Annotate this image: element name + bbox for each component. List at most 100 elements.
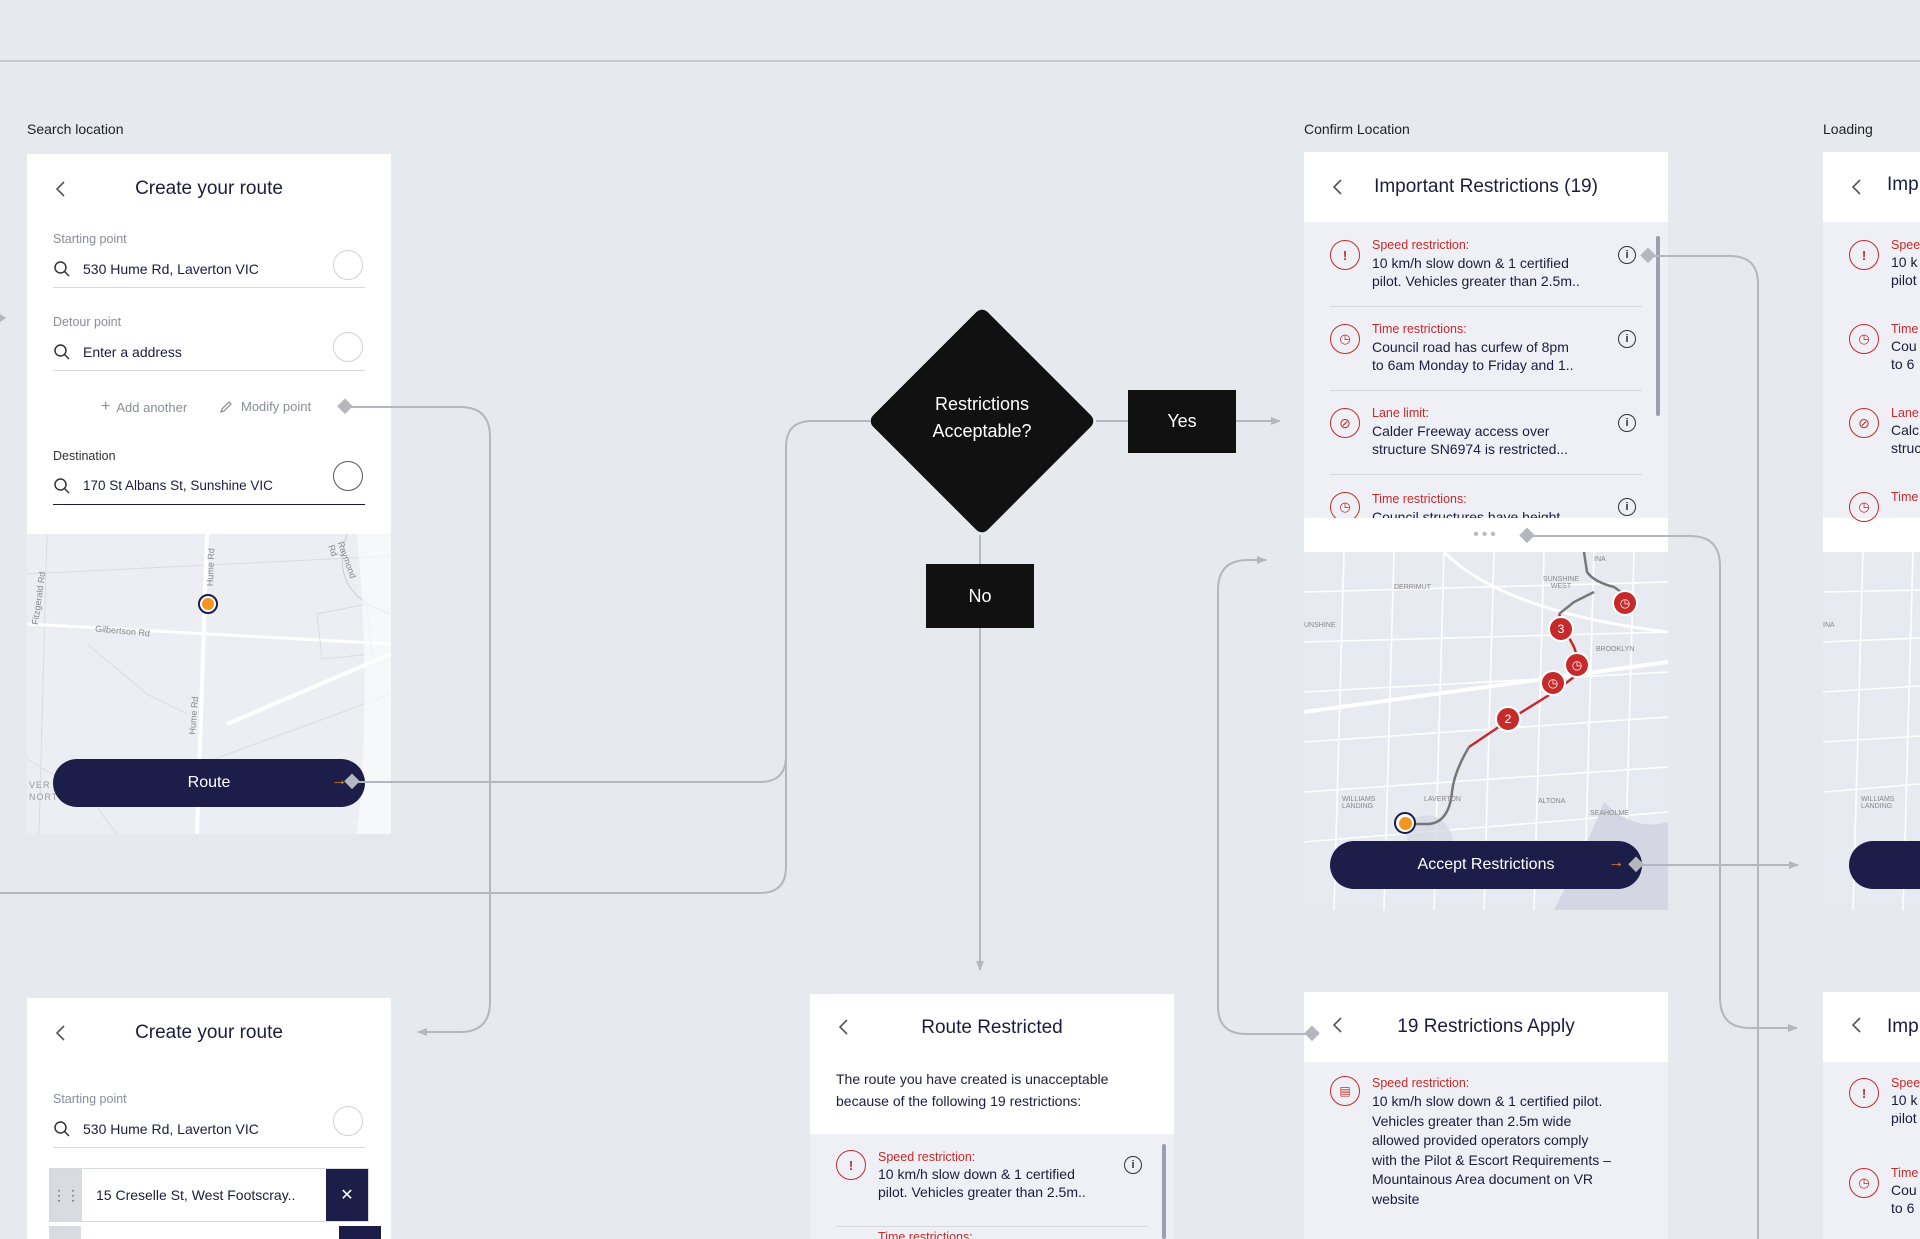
starting-point-label: Starting point (53, 232, 127, 246)
location-pin-icon (198, 594, 218, 614)
starting-point-field[interactable]: 530 Hume Rd, Laverton VIC (53, 250, 365, 288)
drag-handle-icon[interactable]: ⋮⋮ (50, 1169, 82, 1221)
starting-point-label: Starting point (53, 1092, 127, 1106)
accept-restrictions-label: Accept Restrictions (1417, 856, 1555, 873)
divider (1330, 306, 1642, 307)
modify-point-button[interactable]: Modify point (219, 399, 311, 414)
close-icon[interactable] (339, 1226, 381, 1239)
restriction-type: Lane (1891, 406, 1919, 420)
location-pin-icon[interactable] (333, 1106, 363, 1136)
route-restricted-screen: Route Restricted The route you have crea… (810, 994, 1174, 1239)
map-label: WILLIAMS LANDING (1861, 796, 1895, 810)
restriction-desc: Calder Freeway access over (1372, 423, 1550, 439)
detour-point-placeholder: Enter a address (83, 343, 182, 360)
restriction-type: Speed restriction: (878, 1150, 976, 1164)
back-arrow-icon[interactable] (53, 1024, 71, 1042)
locate-icon[interactable] (333, 461, 363, 491)
restriction-desc: to 6 (1891, 1200, 1915, 1216)
page-title: Create your route (135, 1022, 283, 1043)
restriction-desc: 10 k (1891, 1092, 1918, 1108)
back-arrow-icon[interactable] (1849, 178, 1867, 196)
back-arrow-icon[interactable] (836, 1018, 854, 1036)
restriction-desc: Cou (1891, 338, 1917, 354)
restriction-item[interactable]: ◷ Time restrictions: Council structures … (1304, 486, 1668, 518)
plus-icon: + (101, 398, 111, 415)
restrictions-list[interactable]: ! Speed restriction: 10 km/h slow down &… (1304, 222, 1668, 518)
map-label: UNSHINE (1304, 622, 1336, 629)
restriction-desc: to 6am Monday to Friday and 1.. (1372, 357, 1574, 373)
info-icon[interactable]: i (1618, 330, 1636, 348)
restriction-desc: Calc (1891, 422, 1920, 438)
map-label: VER (29, 780, 51, 790)
destination-value: 170 St Albans St, Sunshine VIC (83, 478, 273, 493)
restriction-item[interactable]: ⊘ Lane limit: Calder Freeway access over… (1304, 402, 1668, 482)
clock-marker-icon[interactable]: ◷ (1564, 652, 1590, 678)
clock-icon: ◷ (1330, 492, 1360, 518)
restriction-desc: struc (1891, 440, 1920, 456)
restriction-cluster-marker[interactable]: 2 (1495, 706, 1521, 732)
info-icon[interactable]: i (1124, 1156, 1142, 1174)
restriction-desc: Council structures have height (1372, 509, 1561, 518)
starting-point-value: 530 Hume Rd, Laverton VIC (83, 260, 259, 277)
clock-icon: ◷ (1849, 1168, 1879, 1198)
restriction-type: Time restrictions: (1372, 322, 1467, 336)
restrictions-list[interactable]: ! Speed restriction: 10 km/h slow down &… (810, 1134, 1174, 1239)
no-entry-icon: ⊘ (1849, 408, 1879, 438)
drag-handle-icon[interactable]: ••• (1304, 518, 1668, 552)
restriction-detail-line: Vehicles greater than 2.5m wide (1372, 1112, 1572, 1129)
restriction-item[interactable]: ◷ Time restrictions: Council road has cu… (1304, 316, 1668, 396)
back-arrow-icon[interactable] (53, 180, 71, 198)
scrollbar[interactable] (1162, 1144, 1166, 1239)
restriction-item[interactable]: ! Speed restriction: 10 km/h slow down &… (1304, 232, 1668, 312)
back-arrow-icon[interactable] (1849, 1016, 1867, 1034)
detour-value: 15 Creselle St, West Footscray.. (96, 1187, 296, 1203)
info-icon[interactable]: i (1618, 414, 1636, 432)
starting-point-field[interactable]: 530 Hume Rd, Laverton VIC (53, 1110, 365, 1148)
info-icon[interactable]: i (1618, 498, 1636, 516)
restriction-type: Time (1891, 322, 1919, 336)
restriction-detail-line: 10 km/h slow down & 1 certified pilot. (1372, 1093, 1603, 1109)
detour-point-field[interactable]: Enter a address (53, 333, 365, 371)
clock-marker-icon[interactable]: ◷ (1612, 590, 1638, 616)
map-label: WILLIAMS LANDING (1342, 796, 1376, 810)
clock-marker-icon[interactable]: ◷ (1540, 670, 1566, 696)
alert-circle-icon: ! (836, 1150, 866, 1180)
arrow-right-icon: → (1608, 854, 1624, 871)
restricted-message-line: because of the following 19 restrictions… (836, 1093, 1082, 1109)
accept-restrictions-button[interactable] (1849, 841, 1920, 889)
search-icon (54, 477, 70, 494)
add-another-button[interactable]: + Add another (101, 398, 187, 416)
scrollbar[interactable] (1656, 236, 1660, 416)
create-route-screen-detour: Create your route Starting point 530 Hum… (27, 998, 391, 1239)
alert-circle-icon: ! (1330, 240, 1360, 270)
info-icon[interactable]: i (1618, 246, 1636, 264)
no-label: No (926, 564, 1034, 628)
map-label: LAVERTON (1424, 796, 1461, 803)
locate-icon[interactable] (333, 332, 363, 362)
accept-restrictions-button[interactable]: Accept Restrictions → (1330, 841, 1642, 889)
restriction-detail-line: allowed provided operators comply (1372, 1132, 1589, 1148)
connector-route-to-decision (352, 420, 870, 783)
detour-chip[interactable]: ⋮⋮ 15 Creselle St, West Footscray.. ✕ (49, 1168, 369, 1222)
restriction-desc: pilot. Vehicles greater than 2.5m.. (1372, 273, 1580, 289)
destination-field[interactable]: 170 St Albans St, Sunshine VIC (53, 467, 365, 505)
back-arrow-icon[interactable] (1330, 178, 1348, 196)
page-title: Imp (1887, 174, 1919, 195)
frame-label-search: Search location (27, 121, 124, 137)
decision-question: Restrictions Acceptable? (932, 394, 1032, 441)
restrictions-list[interactable]: ! Spee 10 k pilot ◷ Time Cou to 6 ⊘ Lane… (1823, 222, 1920, 522)
close-icon[interactable]: ✕ (326, 1169, 368, 1221)
drag-handle-icon[interactable] (49, 1226, 81, 1239)
map-label: ALTONA (1538, 798, 1566, 805)
route-button[interactable]: Route → (53, 759, 365, 807)
page-title: Route Restricted (921, 1017, 1063, 1038)
restriction-cluster-marker[interactable]: 3 (1548, 616, 1574, 642)
restriction-detail: ▤ Speed restriction: 10 km/h slow down &… (1304, 1062, 1668, 1239)
back-arrow-icon[interactable] (1330, 1016, 1348, 1034)
map-label: INA (1823, 622, 1835, 629)
map-label: DERRIMUT (1394, 584, 1431, 591)
locate-icon[interactable] (333, 250, 363, 280)
restrictions-list[interactable]: ! Spee 10 k pilot ◷ Time Cou to 6 (1823, 1062, 1920, 1239)
restricted-message-line: The route you have created is unacceptab… (836, 1071, 1109, 1087)
restriction-type: Speed restriction: (1372, 238, 1470, 252)
